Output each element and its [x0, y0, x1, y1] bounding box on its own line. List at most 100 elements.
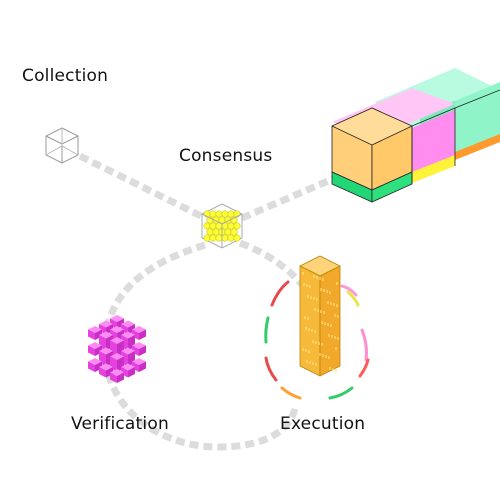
magenta-cube: [110, 337, 124, 351]
pillar-speck: [336, 304, 338, 307]
pillar-speck: [328, 334, 330, 337]
pillar-speck: [303, 283, 305, 286]
pillar-speck: [305, 349, 307, 352]
verification-loop-connector: [101, 241, 299, 451]
sphere: [233, 234, 241, 242]
pillar-speck: [327, 323, 329, 326]
sphere: [209, 234, 217, 242]
sphere: [206, 228, 214, 236]
pillar-speck: [335, 347, 337, 350]
pink-block-band: [412, 155, 455, 183]
pillar-speck: [311, 329, 313, 332]
sphere: [230, 228, 238, 236]
sphere: [209, 210, 217, 218]
magenta-cube-cluster-icon: [88, 315, 146, 383]
pillar-speck: [328, 356, 330, 359]
execution-label: Execution: [280, 414, 366, 434]
pillar-speck: [305, 327, 307, 330]
sphere: [221, 234, 229, 242]
magenta-cube: [88, 326, 102, 340]
pillar-speck: [330, 302, 332, 305]
pillar-speck: [322, 354, 324, 357]
pillar-speck: [302, 348, 304, 351]
sphere: [215, 234, 223, 242]
pillar-speck: [315, 363, 317, 366]
pillar-speck: [304, 316, 306, 319]
pillar-speck: [313, 297, 315, 300]
sphere: [218, 216, 226, 224]
collection-label: Collection: [22, 66, 109, 86]
cube-of-yellow-spheres-icon: [201, 203, 243, 249]
sphere: [209, 222, 217, 230]
magenta-cube: [99, 363, 113, 378]
pillar-speck: [320, 310, 322, 313]
mint-block-front: [455, 82, 500, 157]
sphere: [233, 222, 241, 230]
consensus-label: Consensus: [179, 146, 273, 166]
pillar-speck: [314, 330, 316, 333]
pillar-speck: [310, 296, 312, 299]
verification-label: Verification: [71, 414, 169, 434]
sphere: [221, 210, 229, 218]
wireframe-cube-icon: [45, 127, 79, 164]
sphere: [227, 234, 235, 242]
pillar-speck: [306, 360, 308, 363]
pillar-speck: [334, 336, 336, 339]
stacked-color-blocks-icon: [331, 68, 500, 203]
pillar-speck: [337, 337, 339, 340]
pillar-speck: [324, 322, 326, 325]
pillar-speck: [322, 278, 324, 281]
pillar-speck: [315, 341, 317, 344]
sphere: [215, 210, 223, 218]
pillar-speck: [321, 321, 323, 324]
connectors: [78, 152, 337, 451]
pillar-speck: [330, 324, 332, 327]
magenta-cube: [110, 353, 124, 367]
pillar-speck: [319, 277, 321, 280]
pillar-speck: [306, 284, 308, 287]
collection-consensus-connector: [78, 152, 207, 222]
pillar-speck: [329, 291, 331, 294]
pillar-speck: [309, 361, 311, 364]
pillar-speck: [334, 314, 336, 317]
mint-block-band: [455, 134, 500, 160]
pillar-speck: [302, 272, 304, 275]
pillar-speck: [308, 350, 310, 353]
pillar-speck: [326, 290, 328, 293]
pillar-speck: [335, 369, 337, 372]
pillar-speck: [325, 355, 327, 358]
sphere: [224, 228, 232, 236]
consensus-blocks-connector: [240, 174, 337, 222]
pillar-speck: [319, 353, 321, 356]
magenta-cube: [132, 342, 146, 356]
pillar-speck: [312, 340, 314, 343]
pillar-speck: [312, 362, 314, 365]
pillar-speck: [317, 309, 319, 312]
pillar-speck: [320, 288, 322, 291]
pillar-speck: [314, 308, 316, 311]
tall-orange-pillar-icon: [299, 255, 341, 377]
pillar-speck: [316, 276, 318, 279]
pillar-speck: [333, 303, 335, 306]
pillar-speck: [327, 301, 329, 304]
sphere: [227, 222, 235, 230]
pillar-speck: [332, 368, 334, 371]
pillar-speck: [307, 295, 309, 298]
pillar-speck: [309, 285, 311, 288]
sphere: [227, 210, 235, 218]
pillar-speck: [318, 342, 320, 345]
sphere: [203, 234, 211, 242]
pillar-speck: [321, 343, 323, 346]
execution-arcs: [264, 280, 370, 400]
pillar-speck: [307, 317, 309, 320]
pillar-speck: [337, 315, 339, 318]
pillar-speck: [336, 282, 338, 285]
pillar-speck: [308, 328, 310, 331]
pillar-speck: [313, 275, 315, 278]
pillar-speck: [331, 335, 333, 338]
pillar-speck: [316, 298, 318, 301]
pillar-speck: [323, 289, 325, 292]
sphere: [203, 222, 211, 230]
